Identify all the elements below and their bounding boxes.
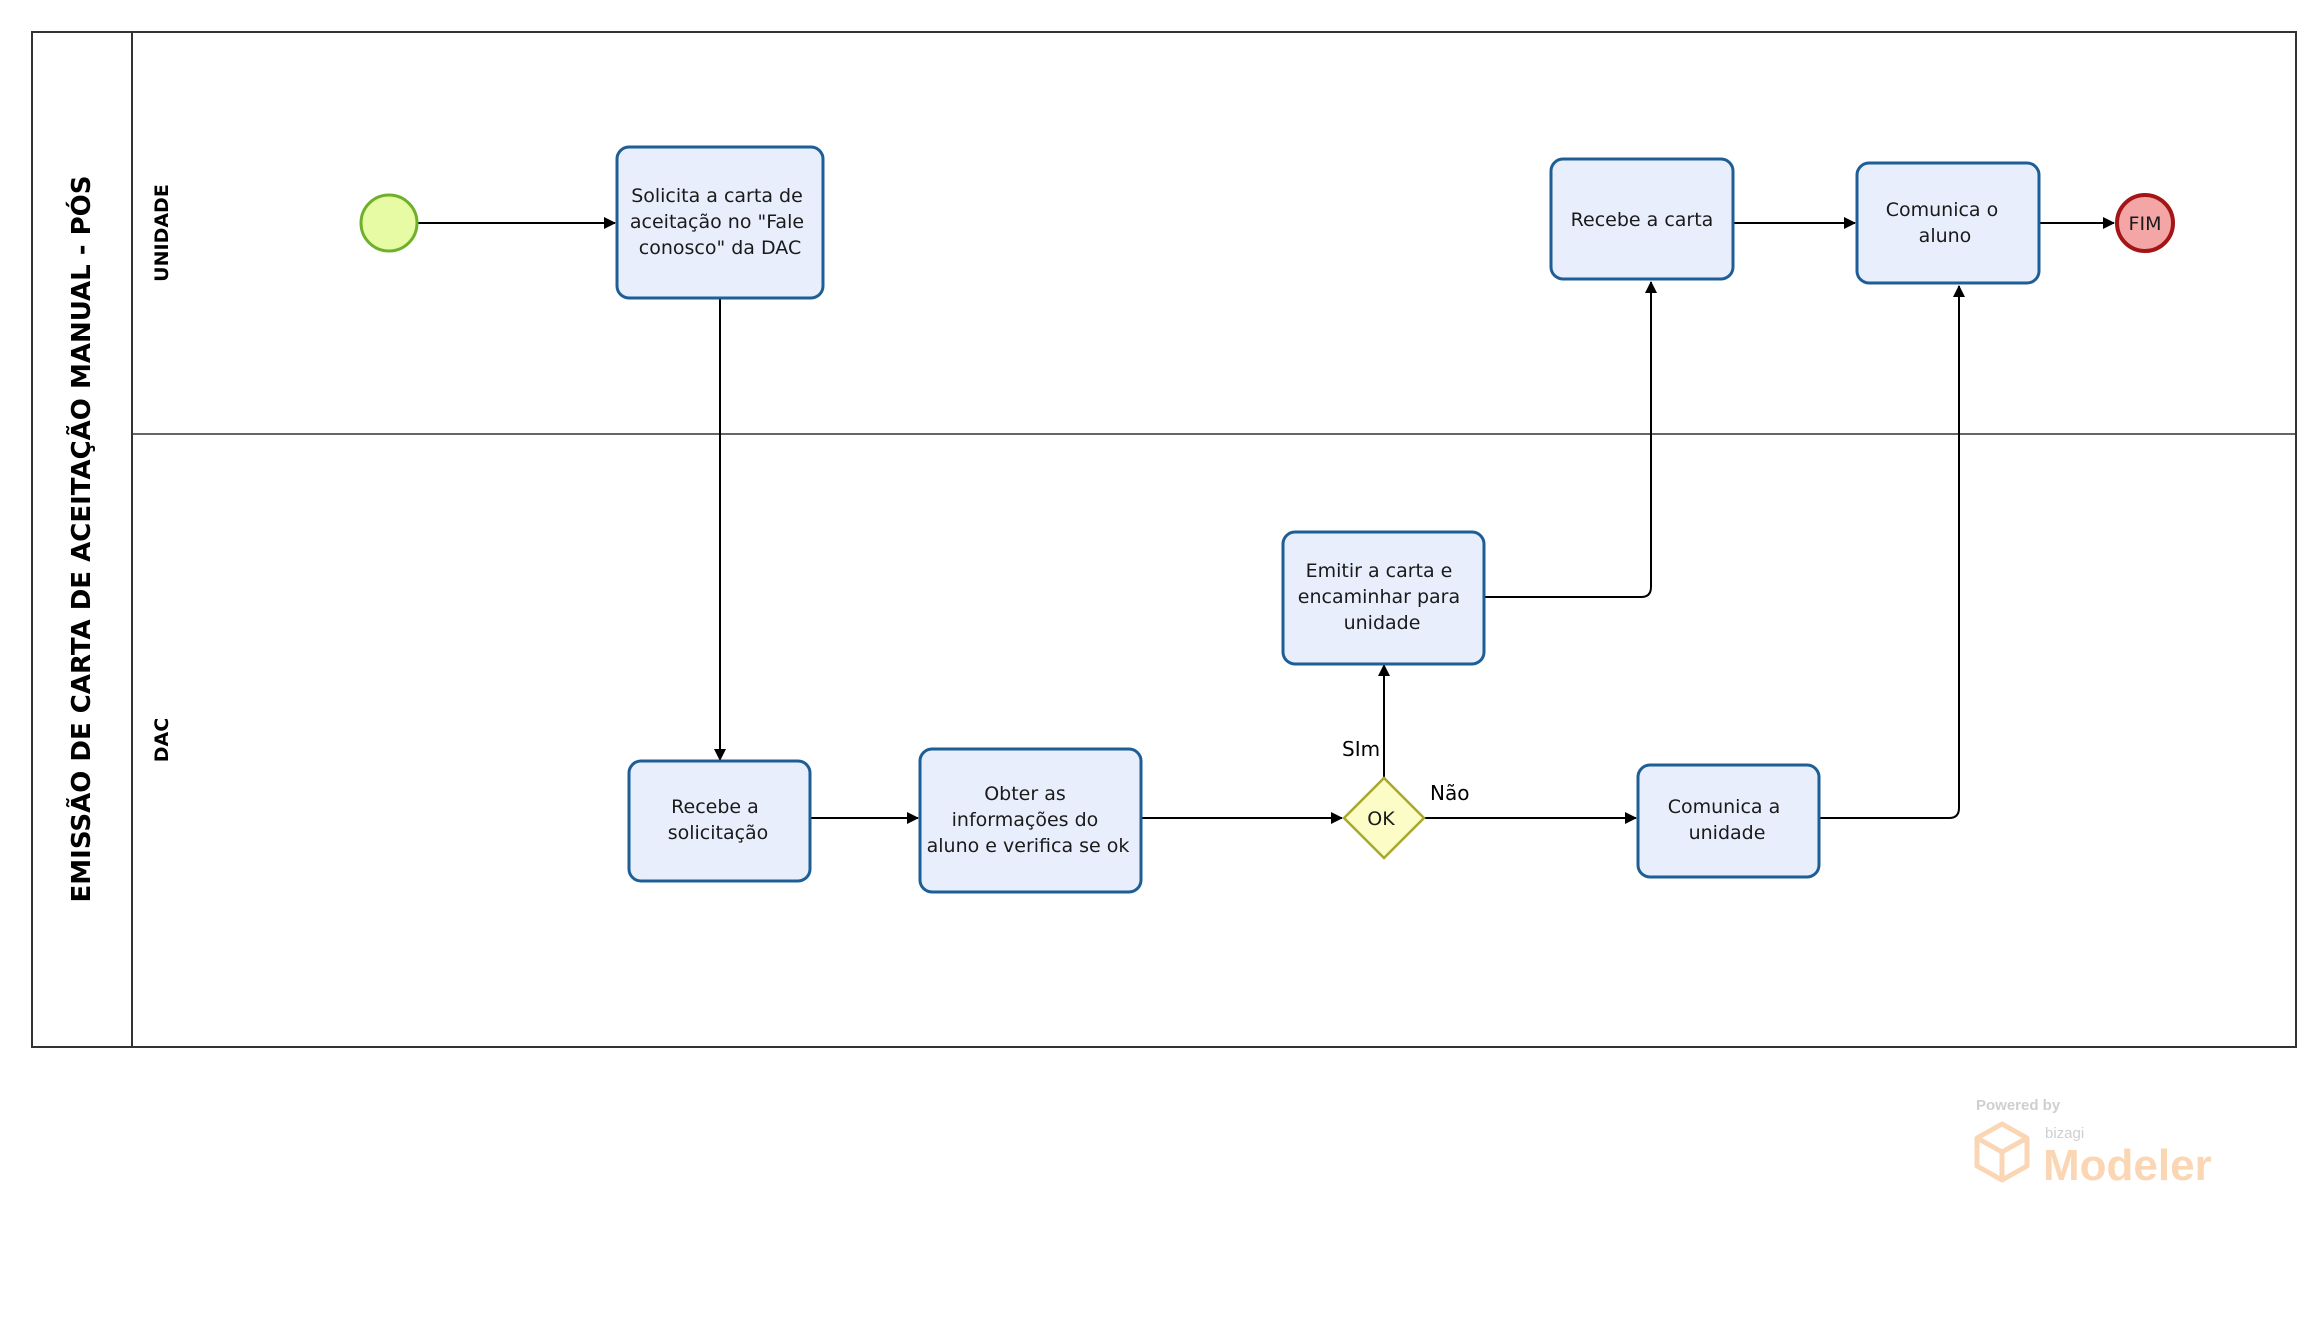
task-obter-line: aluno e verifica se ok xyxy=(927,835,1130,857)
svg-text:Recebe a solicitação: Recebe a solicitação xyxy=(668,796,769,844)
task-solicita-line: Solicita a carta de xyxy=(631,185,803,207)
task-comunica-aluno-line: Comunica o xyxy=(1886,199,1999,221)
flow-emitir-to-recebe-carta xyxy=(1484,281,1657,598)
svg-text:Solicita a carta de acei: Solicita a carta de aceitação no "Fale c… xyxy=(630,185,810,259)
sequence-flows xyxy=(418,217,2115,824)
lane-label-dac: DAC xyxy=(151,718,173,762)
task-recebe-solicitacao-line: Recebe a xyxy=(671,796,759,818)
task-obter-line: Obter as xyxy=(984,783,1066,805)
task-comunica-unidade[interactable]: Comunica a unidade xyxy=(1636,763,1821,879)
task-recebe-solicitacao[interactable]: Recebe a solicitação xyxy=(627,759,812,883)
task-emitir-line: unidade xyxy=(1344,612,1421,634)
svg-text:Recebe a carta: Recebe a carta xyxy=(1571,209,1714,231)
task-comunica-aluno-line: aluno xyxy=(1919,225,1972,247)
task-solicita-line: conosco" da DAC xyxy=(639,237,801,259)
gateway-ok[interactable]: OK xyxy=(1342,776,1426,860)
task-emitir[interactable]: Emitir a carta e encaminhar para unidade xyxy=(1281,530,1486,666)
task-recebe-solicitacao-line: solicitação xyxy=(668,822,769,844)
watermark-bizagi: bizagi xyxy=(2045,1125,2084,1142)
task-recebe-carta[interactable]: Recebe a carta xyxy=(1549,157,1735,281)
start-event[interactable] xyxy=(359,193,419,253)
task-obter[interactable]: Obter as informações do aluno e verifica… xyxy=(918,747,1143,894)
task-emitir-line: encaminhar para xyxy=(1298,586,1460,608)
svg-text:Obter as informações do: Obter as informações do aluno e verifica… xyxy=(927,783,1130,857)
end-event-label: FIM xyxy=(2129,213,2162,235)
pool-title: EMISSÃO DE CARTA DE ACEITAÇÃO MANUAL - P… xyxy=(65,176,97,903)
task-comunica-unidade-line: unidade xyxy=(1689,822,1766,844)
task-comunica-aluno[interactable]: Comunica o aluno xyxy=(1855,161,2041,285)
watermark-modeler: Modeler xyxy=(2043,1141,2212,1190)
flow-label-sim: SIm xyxy=(1342,737,1380,761)
lane-label-unidade: UNIDADE xyxy=(151,184,173,282)
watermark-powered-by: Powered by xyxy=(1976,1097,2061,1114)
task-comunica-unidade-line: Comunica a xyxy=(1668,796,1781,818)
bizagi-logo-icon xyxy=(1974,1121,2030,1183)
flow-label-nao: Não xyxy=(1430,781,1469,805)
gateway-label: OK xyxy=(1367,808,1395,830)
task-obter-line: informações do xyxy=(952,809,1099,831)
svg-text:Emitir a carta e encamin: Emitir a carta e encaminhar para unidade xyxy=(1298,560,1466,634)
task-recebe-carta-line: Recebe a carta xyxy=(1571,209,1714,231)
task-solicita[interactable]: Solicita a carta de aceitação no "Fale c… xyxy=(615,145,825,300)
svg-text:Comunica o aluno: Comunica o aluno xyxy=(1886,199,2005,247)
flow-comunica-unidade-to-comunica-aluno xyxy=(1819,285,1965,819)
task-solicita-line: aceitação no "Fale xyxy=(630,211,804,233)
bizagi-watermark: Powered by bizagi Modeler xyxy=(1974,1097,2212,1190)
end-event[interactable]: FIM xyxy=(2115,193,2175,253)
task-emitir-line: Emitir a carta e xyxy=(1306,560,1453,582)
svg-text:Comunica a unidade: Comunica a unidade xyxy=(1668,796,1787,844)
